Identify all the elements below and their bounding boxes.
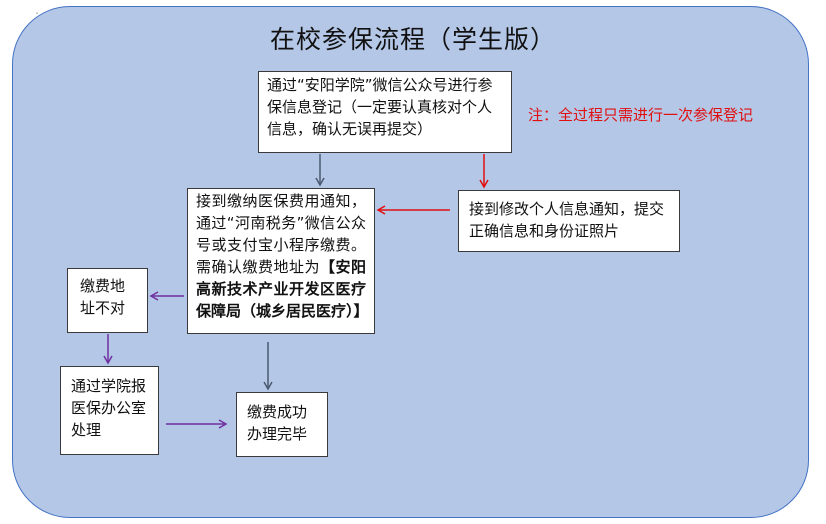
pay-step-text: 接到缴纳医保费用通知，通过“河南税务”微信公众号或支付宝小程序缴费。需确认缴费地… — [196, 192, 366, 276]
done-box: 缴费成功办理完毕 — [236, 392, 328, 457]
office-box: 通过学院报医保办公室处理 — [60, 366, 159, 455]
pay-step-box: 接到缴纳医保费用通知，通过“河南税务”微信公众号或支付宝小程序缴费。需确认缴费地… — [187, 188, 375, 334]
note-text: 注：全过程只需进行一次参保登记 — [528, 106, 754, 124]
pay-step-address: 【安阳高新技术产业开发区医疗保障局（城乡居民医疗）】 — [196, 258, 369, 320]
modify-info-box: 接到修改个人信息通知，提交正确信息和身份证照片 — [458, 190, 680, 252]
register-step-box: 通过“安阳学院”微信公众号进行参保信息登记（一定要认真核对个人信息，确认无误再提… — [258, 71, 512, 153]
page-title: 在校参保流程（学生版） — [269, 25, 556, 54]
wrong-address-box: 缴费地址不对 — [67, 268, 148, 333]
